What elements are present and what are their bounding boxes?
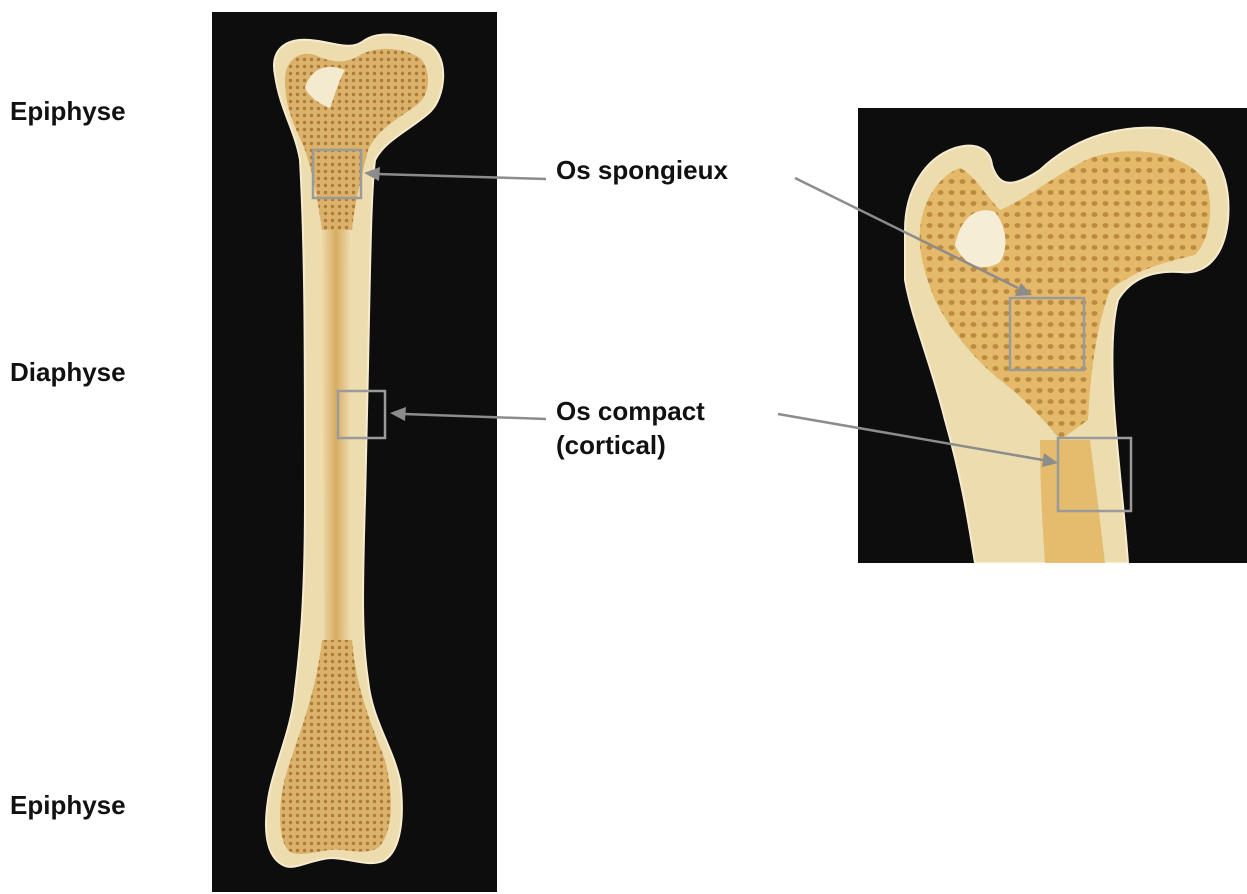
femur-photo <box>212 12 497 892</box>
femur-medullary-canal <box>320 230 352 640</box>
label-diaphyse: Diaphyse <box>10 355 126 389</box>
label-epiphyse-top: Epiphyse <box>10 94 126 128</box>
label-os-compact: Os compact (cortical) <box>556 394 705 462</box>
label-epiphyse-bottom: Epiphyse <box>10 788 126 822</box>
label-os-compact-line1: Os compact <box>556 394 705 428</box>
femoral-head-photo <box>858 108 1247 563</box>
label-os-spongieux: Os spongieux <box>556 153 728 187</box>
label-os-compact-line2: (cortical) <box>556 428 705 462</box>
